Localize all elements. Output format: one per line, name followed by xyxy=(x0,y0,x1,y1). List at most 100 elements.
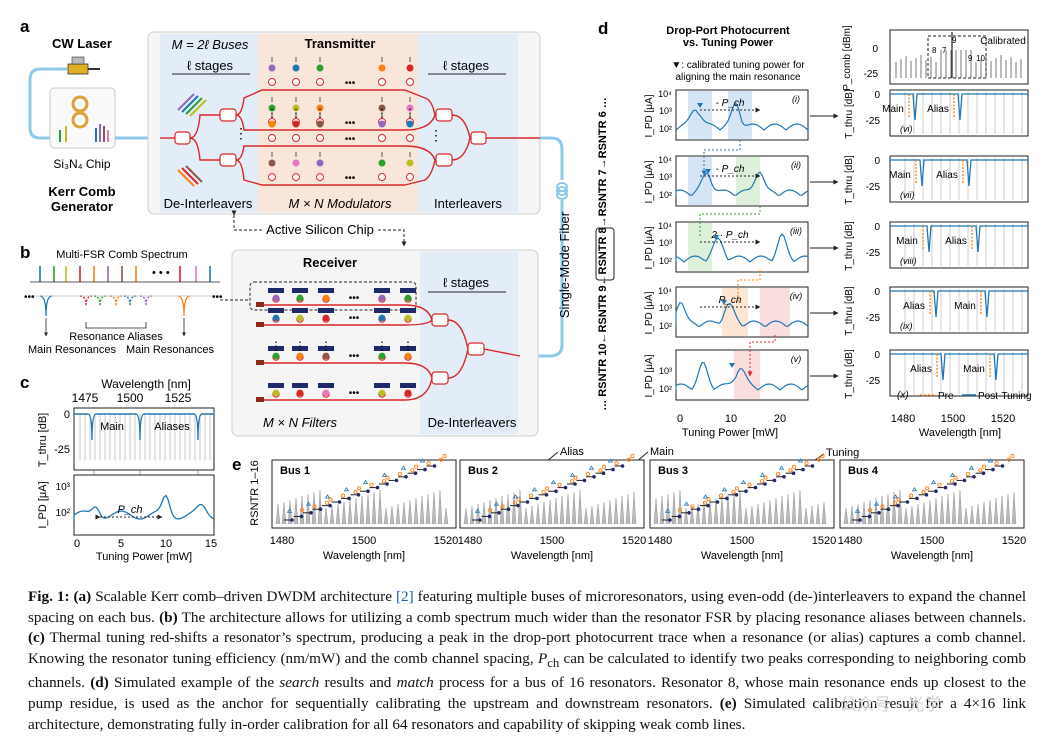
d-right-tag: (ix) xyxy=(900,321,913,331)
d-tthru-label: T_thru [dB] xyxy=(844,155,855,205)
e-peak xyxy=(553,497,559,525)
c-xtick-2: 10 xyxy=(160,538,172,550)
d-tthru-tick: 0 xyxy=(874,350,880,361)
e-xtick: 1480 xyxy=(648,535,672,547)
filter-dot xyxy=(404,389,412,397)
e-peak xyxy=(425,493,431,525)
mod-ellipsis: ••• xyxy=(345,118,356,129)
e-alias-tri xyxy=(607,458,614,463)
e-main-dot xyxy=(318,507,323,512)
modulator-ring xyxy=(378,78,386,86)
single-mode-fiber xyxy=(520,136,564,358)
rsntr8-box xyxy=(595,227,615,281)
d-tthru-label: T_thru [dB] xyxy=(844,221,855,271)
b-arrows xyxy=(44,318,186,337)
e-alias-tri xyxy=(759,472,766,477)
mod-ellipsis: ••• xyxy=(345,134,356,145)
e-alias-tri xyxy=(569,472,576,477)
caption-ref-link[interactable]: [2] xyxy=(395,588,414,605)
filter-heater xyxy=(318,288,334,293)
panel-e: e RSNTR 1–16 Alias Main Tuning Bus 11480… xyxy=(232,446,1026,562)
d-wl-tick-2: 1520 xyxy=(991,413,1015,425)
deinterleavers-label: De-Interleavers xyxy=(164,196,253,211)
d-ipd-tick: 10⁴ xyxy=(658,89,672,99)
e-alias-ring xyxy=(328,497,333,502)
d-ipd-tick: 10² xyxy=(659,321,672,331)
caption-a-text: Scalable Kerr comb–driven DWDM architect… xyxy=(95,588,392,605)
e-alias-ring xyxy=(788,468,793,473)
caption-e-label: (e) xyxy=(719,695,737,712)
e-alias-ring xyxy=(892,500,898,505)
d-row-tag: (ii) xyxy=(791,160,801,170)
detector-icon xyxy=(256,360,264,365)
e-xlabel: Wavelength [nm] xyxy=(511,550,593,562)
d-thru-pre xyxy=(915,160,964,184)
e-main-dot xyxy=(478,518,482,522)
modulator-ring xyxy=(316,134,324,142)
e-alias-tri xyxy=(873,501,880,506)
filter-dot xyxy=(296,389,304,397)
e-peak xyxy=(377,489,383,525)
c-ipd-tick-0: 10³ xyxy=(56,482,71,493)
e-peak xyxy=(897,489,903,525)
modulator-dot xyxy=(292,64,300,72)
modulator-ring xyxy=(268,173,276,181)
e-alias-ring xyxy=(702,500,708,505)
filter-dot xyxy=(404,314,412,322)
e-peak xyxy=(329,505,335,525)
e-bus-title: Bus 3 xyxy=(658,465,688,477)
chip-label: Si₃N₄ Chip xyxy=(53,157,110,171)
e-alias-ring xyxy=(397,471,403,477)
mod-vdots: ⋮ xyxy=(266,106,278,120)
caption-pch-sub: ch xyxy=(547,655,560,670)
e-main-dot xyxy=(516,503,520,508)
d-highlight xyxy=(688,157,712,205)
e-alias-ring xyxy=(614,461,619,466)
e-peak xyxy=(963,507,969,525)
e-alias-ring xyxy=(442,453,447,459)
e-peak xyxy=(915,503,921,525)
d-right-tag: (vii) xyxy=(900,190,915,200)
e-main-dot xyxy=(725,496,729,501)
modulators-label: M × N Modulators xyxy=(289,196,392,211)
filter-vdots: ⋮ xyxy=(270,339,282,353)
tx-waveguides xyxy=(160,89,540,186)
filter-heater xyxy=(400,308,416,313)
d-ipd-tick: 10⁴ xyxy=(658,155,672,165)
d-xlabel: Tuning Power [mW] xyxy=(682,427,778,439)
e-alias-ring xyxy=(299,507,305,513)
e-peak xyxy=(389,505,395,525)
e-alias-ring xyxy=(763,475,768,480)
resonance-dips: •••••• xyxy=(24,292,223,317)
d-ipd-tick: 10² xyxy=(659,256,672,266)
vdots-a: ⋮ xyxy=(234,125,248,141)
d-thru-post xyxy=(890,159,1028,187)
e-alias-ring xyxy=(413,464,419,469)
d-ipd-tick: 10² xyxy=(659,384,672,394)
e-main-dot xyxy=(753,485,758,490)
e-main-dot xyxy=(525,500,530,504)
e-main-dot xyxy=(573,482,577,486)
e-main-dot xyxy=(905,500,910,504)
d-tthru-label: T_thru [dB] xyxy=(844,89,855,139)
e-alias-tri xyxy=(854,508,861,513)
d-row-tag: (iii) xyxy=(790,226,802,236)
d-wl-tick-0: 1480 xyxy=(891,413,915,425)
e-peak xyxy=(653,497,659,525)
e-alias-ring xyxy=(880,504,885,509)
c-ipd-axes xyxy=(73,474,215,536)
e-xtick: 1500 xyxy=(920,535,944,547)
rx-deinterleavers-label: De-Interleavers xyxy=(428,415,517,430)
e-peak xyxy=(589,505,595,525)
e-main-dot xyxy=(668,518,672,522)
e-main-dot xyxy=(953,482,957,486)
e-peak xyxy=(993,497,999,525)
comb-num-3: 9 xyxy=(968,54,973,63)
e-alias-ring xyxy=(775,471,781,477)
d-ipd-tick: 10⁴ xyxy=(658,286,672,296)
modulator-dot xyxy=(406,64,414,72)
filter-dot xyxy=(378,352,386,360)
